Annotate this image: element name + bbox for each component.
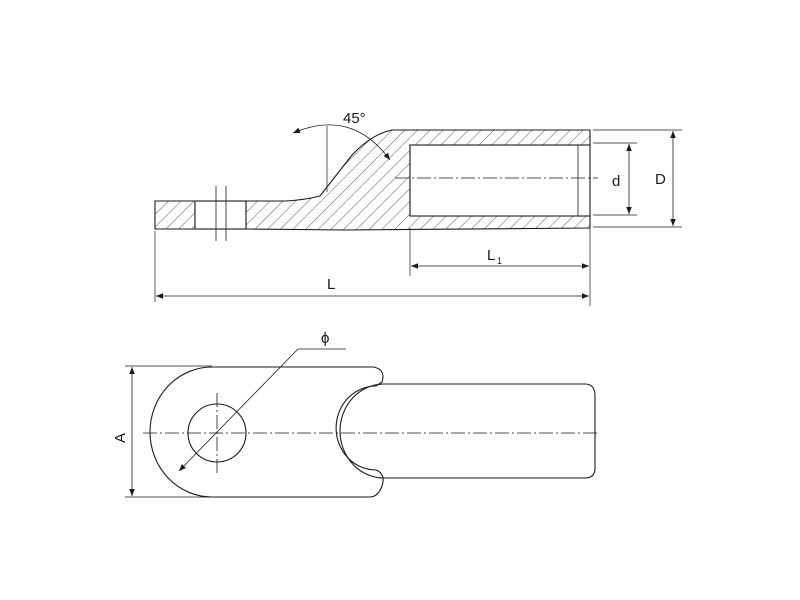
barrel-bore <box>409 144 591 217</box>
palm-section-left <box>154 200 196 230</box>
palm-outline <box>149 366 384 498</box>
barrel-outline <box>384 383 596 479</box>
barrel-end-arc <box>339 383 385 479</box>
L-label: L <box>327 276 335 293</box>
L1-subscript: 1 <box>497 256 502 266</box>
bolt-hole-section <box>194 200 247 230</box>
D-label: D <box>655 171 666 188</box>
L1-label: L <box>487 247 495 264</box>
d-label: d <box>612 173 620 190</box>
top-plan-view: ϕ A <box>112 330 600 498</box>
phi-leader <box>178 348 299 472</box>
A-label: A <box>112 433 129 443</box>
angle-arc <box>292 124 391 161</box>
phi-label: ϕ <box>321 330 329 347</box>
side-section-view: 45° d D L 1 L <box>154 110 682 306</box>
angle-label: 45° <box>343 110 366 127</box>
